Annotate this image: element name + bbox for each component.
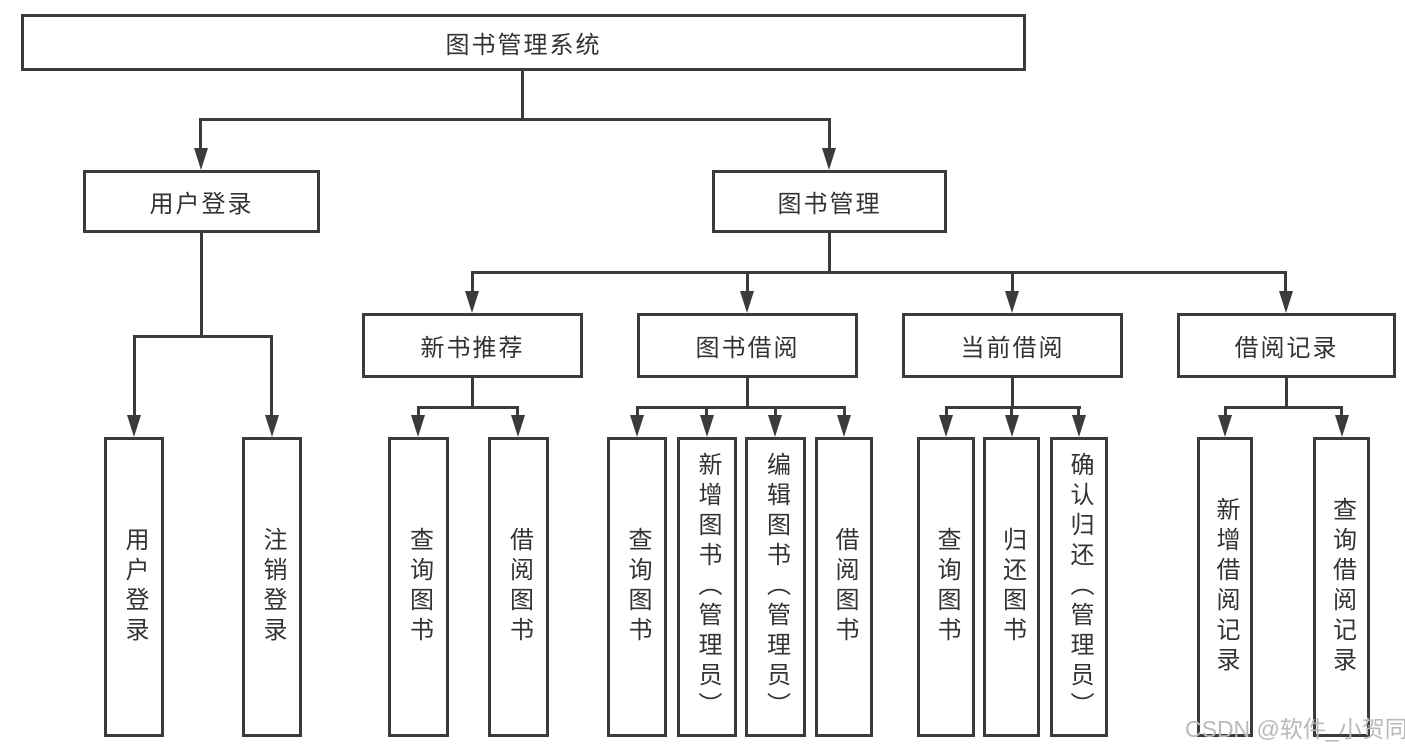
- leaf-add-book-admin-label: 新增图书（管理员）: [694, 452, 721, 722]
- arrowhead-down-icon: [1218, 415, 1232, 437]
- connector-line: [1011, 378, 1014, 409]
- connector-line: [471, 271, 1287, 274]
- connector-line: [636, 406, 639, 418]
- node-current-borrow-label: 当前借阅: [960, 335, 1065, 362]
- leaf-borrow-books-label: 借阅图书: [831, 527, 858, 647]
- leaf-user-login: 用户登录: [104, 437, 164, 737]
- node-book-borrow-label: 图书借阅: [695, 335, 800, 362]
- connector-line: [1340, 406, 1343, 418]
- leaf-edit-book-admin: 编辑图书（管理员）: [745, 437, 806, 737]
- arrowhead-down-icon: [822, 148, 836, 170]
- node-user-login-label: 用户登录: [149, 191, 254, 218]
- connector-line: [200, 118, 831, 121]
- connector-line: [1224, 406, 1343, 409]
- connector-line: [521, 71, 524, 119]
- arrowhead-down-icon: [630, 415, 644, 437]
- connector-line: [746, 378, 749, 409]
- connector-line: [828, 233, 831, 274]
- connector-line: [1224, 406, 1227, 418]
- leaf-return-book: 归还图书: [983, 437, 1040, 737]
- connector-line: [471, 378, 474, 409]
- connector-line: [270, 335, 273, 417]
- leaf-query-borrow-record: 查询借阅记录: [1313, 437, 1370, 737]
- leaf-query-borrow-record-label: 查询借阅记录: [1328, 497, 1356, 677]
- connector-line: [705, 406, 708, 418]
- node-book-management: 图书管理: [712, 170, 947, 233]
- connector-line: [417, 406, 519, 409]
- connector-line: [199, 118, 202, 152]
- watermark: CSDN @软件_小贺同学: [1185, 716, 1405, 742]
- leaf-query-books-recommend: 查询图书: [388, 437, 449, 737]
- arrowhead-down-icon: [265, 415, 279, 437]
- leaf-borrow-books-recommend: 借阅图书: [488, 437, 549, 737]
- leaf-query-books-recommend-label: 查询图书: [405, 527, 433, 647]
- connector-line: [746, 271, 749, 293]
- node-borrow-records: 借阅记录: [1177, 313, 1396, 378]
- leaf-logout: 注销登录: [242, 437, 302, 737]
- node-current-borrow: 当前借阅: [902, 313, 1123, 378]
- arrowhead-down-icon: [1279, 291, 1293, 313]
- node-borrow-records-label: 借阅记录: [1234, 335, 1339, 362]
- arrowhead-down-icon: [1335, 415, 1349, 437]
- arrowhead-down-icon: [465, 291, 479, 313]
- arrowhead-down-icon: [837, 415, 851, 437]
- leaf-confirm-return-admin-label: 确认归还（管理员）: [1066, 452, 1093, 722]
- connector-line: [133, 335, 273, 338]
- connector-line: [1285, 378, 1288, 409]
- leaf-borrow-books-recommend-label: 借阅图书: [505, 527, 533, 647]
- connector-line: [1077, 406, 1080, 418]
- connector-line: [945, 406, 1081, 409]
- connector-line: [636, 406, 846, 409]
- node-new-book-recommend-label: 新书推荐: [420, 335, 525, 362]
- arrowhead-down-icon: [768, 415, 782, 437]
- connector-line: [843, 406, 846, 418]
- arrowhead-down-icon: [194, 148, 208, 170]
- arrowhead-down-icon: [700, 415, 714, 437]
- node-root: 图书管理系统: [21, 14, 1026, 71]
- connector-line: [417, 406, 420, 418]
- arrowhead-down-icon: [1005, 291, 1019, 313]
- connector-line: [133, 335, 136, 417]
- leaf-query-books-borrow: 查询图书: [607, 437, 667, 737]
- arrowhead-down-icon: [511, 415, 525, 437]
- connector-line: [774, 406, 777, 418]
- arrowhead-down-icon: [411, 415, 425, 437]
- arrowhead-down-icon: [1005, 415, 1019, 437]
- leaf-edit-book-admin-label: 编辑图书（管理员）: [762, 452, 790, 722]
- leaf-return-book-label: 归还图书: [998, 527, 1026, 647]
- leaf-add-borrow-record-label: 新增借阅记录: [1212, 497, 1239, 677]
- leaf-user-login-label: 用户登录: [121, 527, 148, 647]
- leaf-logout-label: 注销登录: [259, 527, 286, 647]
- arrowhead-down-icon: [1072, 415, 1086, 437]
- arrowhead-down-icon: [127, 415, 141, 437]
- connector-line: [1011, 271, 1014, 293]
- connector-line: [200, 233, 203, 338]
- leaf-add-book-admin: 新增图书（管理员）: [677, 437, 737, 737]
- leaf-query-books-current-label: 查询图书: [933, 527, 960, 647]
- connector-line: [516, 406, 519, 418]
- node-user-login: 用户登录: [83, 170, 320, 233]
- node-book-borrow: 图书借阅: [637, 313, 858, 378]
- leaf-add-borrow-record: 新增借阅记录: [1197, 437, 1253, 737]
- connector-line: [1284, 271, 1287, 293]
- leaf-borrow-books: 借阅图书: [815, 437, 873, 737]
- arrowhead-down-icon: [740, 291, 754, 313]
- leaf-query-books-borrow-label: 查询图书: [624, 527, 651, 647]
- node-new-book-recommend: 新书推荐: [362, 313, 583, 378]
- leaf-confirm-return-admin: 确认归还（管理员）: [1050, 437, 1108, 737]
- node-root-label: 图书管理系统: [445, 32, 602, 59]
- connector-line: [471, 271, 474, 293]
- connector-line: [945, 406, 948, 418]
- connector-line: [1010, 406, 1013, 418]
- leaf-query-books-current: 查询图书: [917, 437, 975, 737]
- node-book-management-label: 图书管理: [777, 191, 882, 218]
- arrowhead-down-icon: [939, 415, 953, 437]
- connector-line: [828, 118, 831, 152]
